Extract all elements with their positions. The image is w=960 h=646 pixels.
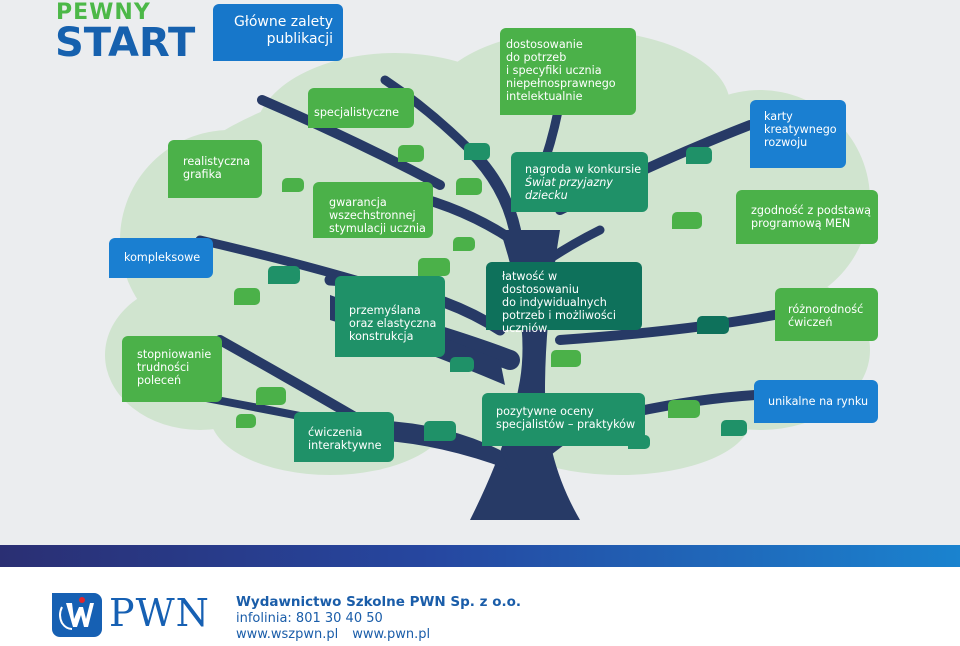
tree-trunk — [470, 230, 580, 520]
feature-pozytywne: pozytywne oceny specjalistów – praktyków — [482, 393, 645, 446]
feature-nagroda-italic: Świat przyjazny dziecku — [525, 176, 613, 202]
brand-line-1: PEWNY — [56, 0, 151, 25]
leaf — [256, 387, 286, 405]
leaf — [268, 266, 300, 284]
leaf — [282, 178, 304, 192]
leaf — [236, 414, 256, 428]
feature-karty: karty kreatywnego rozwoju — [750, 100, 846, 168]
footer-link-pwn[interactable]: www.pwn.pl — [352, 627, 431, 642]
leaf — [551, 350, 581, 367]
footer-stripe — [0, 545, 960, 567]
feature-realistyczna: realistyczna grafika — [168, 140, 262, 198]
leaf — [456, 178, 482, 195]
feature-stopniowanie: stopniowanie trudności poleceń — [122, 336, 222, 402]
leaf — [697, 316, 729, 334]
pwn-logo-mark — [59, 597, 94, 630]
feature-zgodnosc: zgodność z podstawą programową MEN — [736, 190, 878, 244]
leaf — [721, 420, 747, 436]
feature-gwarancja: gwarancja wszechstronnej stymulacji uczn… — [313, 182, 433, 238]
feature-cwiczenia: ćwiczenia interaktywne — [294, 412, 394, 462]
leaf — [398, 145, 424, 162]
footer-infoline: infolinia: 801 30 40 50 — [236, 611, 383, 626]
leaf — [672, 212, 702, 229]
feature-nagroda-text: nagroda w konkursie — [525, 163, 642, 176]
page-title: Główne zalety publikacji — [213, 4, 343, 61]
feature-dostosowanie: dostosowanie do potrzeb i specyfiki uczn… — [500, 28, 636, 115]
feature-unikalne: unikalne na rynku — [754, 380, 878, 423]
feature-kompleksowe: kompleksowe — [109, 238, 213, 278]
leaf — [453, 237, 475, 251]
brand-line-2: START — [55, 20, 196, 66]
footer-websites: www.wszpwn.pl www.pwn.pl — [236, 627, 444, 642]
feature-latwosc: łatwość w dostosowaniu do indywidualnych… — [486, 262, 642, 335]
branch-lower-left — [360, 420, 510, 470]
leaf — [418, 258, 450, 276]
leaf — [686, 147, 712, 164]
footer-link-wszpwn[interactable]: www.wszpwn.pl — [236, 627, 339, 642]
feature-specjalistyczne: specjalistyczne — [308, 88, 414, 128]
footer — [0, 567, 960, 646]
leaf — [464, 143, 490, 160]
leaf — [234, 288, 260, 305]
feature-roznorodnosc: różnorodność ćwiczeń — [775, 288, 878, 341]
leaf — [450, 357, 474, 372]
footer-company: Wydawnictwo Szkolne PWN Sp. z o.o. — [236, 594, 522, 610]
leaf — [424, 421, 456, 441]
pwn-logo-text: PWN — [109, 591, 210, 635]
feature-przemyslana: przemyślana oraz elastyczna konstrukcja — [335, 276, 445, 357]
leaf — [668, 400, 700, 418]
pwn-logo-icon — [52, 593, 102, 637]
